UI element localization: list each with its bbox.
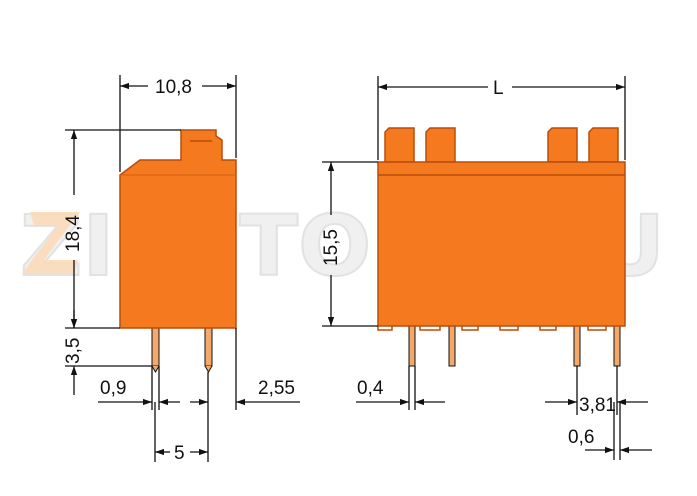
dim-length-top: L <box>493 78 504 99</box>
pin-front-3 <box>573 325 581 367</box>
front-view-dimensions <box>322 76 652 460</box>
pin-front-1 <box>408 325 416 367</box>
dim-height-front: 15,5 <box>321 229 342 266</box>
dim-pin-width-left: 0,9 <box>100 378 126 399</box>
push-button-3 <box>547 127 578 163</box>
push-button-1 <box>384 127 415 163</box>
front-view-dimension-labels: L 15,5 0,4 3,81 0,6 <box>321 78 616 448</box>
pin-front-4 <box>613 325 621 367</box>
dim-pin-length: 3,5 <box>63 338 84 364</box>
pin-left-side-1 <box>151 327 160 367</box>
pin-left-side-2 <box>204 327 213 367</box>
dim-height-left: 18,4 <box>63 215 84 252</box>
pin-front-2 <box>448 325 456 367</box>
side-view-dimension-labels: 10,8 18,4 3,5 0,9 5 2,55 <box>63 77 295 464</box>
front-view-housing <box>377 161 626 327</box>
bottom-standoffs <box>377 326 607 331</box>
dim-pitch-front: 3,81 <box>579 395 616 416</box>
side-view-dimensions <box>65 75 300 462</box>
push-button-4 <box>588 127 619 163</box>
dim-pin-pitch: 5 <box>174 443 185 464</box>
watermark-accent <box>22 212 80 274</box>
side-view <box>119 129 237 373</box>
front-view <box>377 127 626 367</box>
dim-width-top: 10,8 <box>155 77 192 98</box>
pin-left-side-1-tip <box>151 365 160 373</box>
pin-left-side-2-tip <box>204 365 213 373</box>
dim-pin-width-front: 0,4 <box>357 378 384 399</box>
side-view-housing <box>119 129 237 329</box>
push-button-2 <box>425 127 456 163</box>
dim-offset-right: 2,55 <box>258 378 295 399</box>
dim-pin-thickness: 0,6 <box>568 427 594 448</box>
